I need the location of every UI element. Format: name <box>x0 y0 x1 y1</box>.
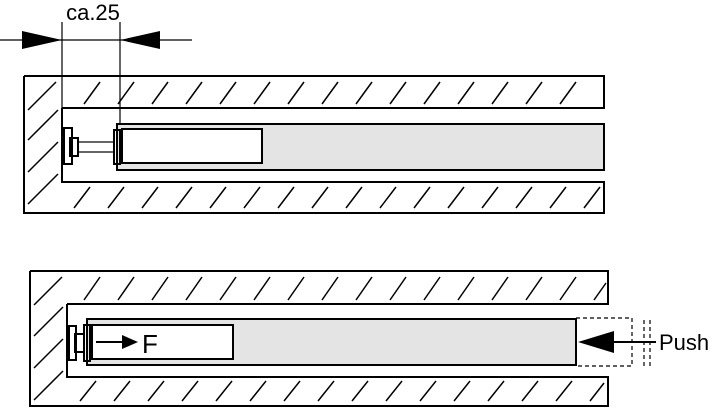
force-label: F <box>142 329 158 359</box>
top-cabinet-hatching <box>27 81 601 209</box>
bottom-cabinet-hatching <box>33 276 607 402</box>
top-latch-bumper-head <box>69 137 79 157</box>
bottom-cabinet-upper-wall <box>30 270 609 305</box>
bottom-latch-bumper-head <box>74 333 85 353</box>
bottom-cabinet-back-and-lower-wall <box>29 271 609 407</box>
top-cabinet-upper-wall <box>24 75 605 109</box>
dimension-annotation: ca.25 <box>0 0 192 140</box>
force-arrow-head <box>122 335 138 349</box>
dimension-arrow-left <box>22 31 62 49</box>
top-drawer-assembly <box>63 123 605 171</box>
dimension-label: ca.25 <box>66 0 120 25</box>
top-cabinet <box>23 75 605 214</box>
top-cabinet-back-and-lower-wall <box>23 76 605 214</box>
top-latch-plunger <box>77 141 115 153</box>
bottom-drawer-assembly: F <box>68 318 577 366</box>
push-arrow-head <box>578 331 614 353</box>
dimension-arrow-right <box>120 31 160 49</box>
top-latch-bumper-plate <box>63 127 73 165</box>
push-label: Push <box>659 330 709 355</box>
push-indicator: Push <box>575 317 709 367</box>
top-latch-housing <box>121 128 263 164</box>
bottom-cabinet <box>29 270 609 407</box>
